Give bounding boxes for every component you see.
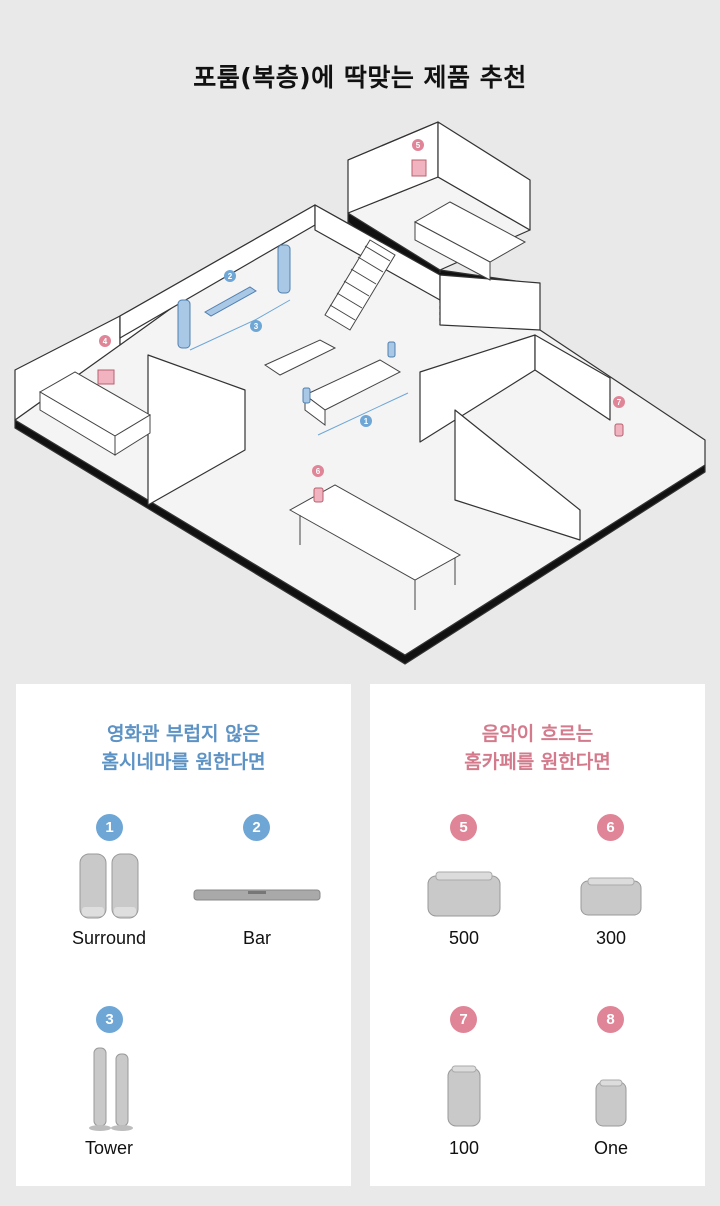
home-cinema-panel: 영화관 부럽지 않은 홈시네마를 원한다면 1 Surround 2 Bar 3… bbox=[16, 684, 351, 1186]
product-label-100: 100 bbox=[448, 1138, 480, 1158]
badge-7: 7 bbox=[450, 1006, 477, 1033]
speaker-100-image bbox=[447, 1065, 481, 1127]
surround-speaker-image bbox=[79, 853, 139, 919]
badge-1: 1 bbox=[96, 814, 123, 841]
badge-8: 8 bbox=[597, 1006, 624, 1033]
speaker-500-image bbox=[427, 871, 501, 917]
marker-6: 6 bbox=[316, 467, 321, 476]
product-label-500: 500 bbox=[448, 928, 480, 948]
floorplan-illustration: 1 2 3 4 5 6 7 bbox=[14, 121, 706, 665]
marker-7: 7 bbox=[617, 398, 622, 407]
tower-speaker-image bbox=[89, 1047, 133, 1131]
marker-3: 3 bbox=[254, 322, 259, 331]
home-cinema-heading: 영화관 부럽지 않은 홈시네마를 원한다면 bbox=[101, 723, 266, 773]
product-label-surround: Surround bbox=[71, 928, 147, 948]
page-title: 포룸(복층)에 딱맞는 제품 추천 bbox=[193, 63, 527, 92]
product-label-tower: Tower bbox=[84, 1138, 133, 1158]
marker-5: 5 bbox=[416, 141, 421, 150]
marker-4: 4 bbox=[103, 337, 108, 346]
home-cafe-panel: 음악이 흐르는 홈카페를 원한다면 5 500 6 300 7 100 8 On… bbox=[370, 684, 705, 1186]
product-label-300: 300 bbox=[595, 928, 627, 948]
soundbar-image bbox=[193, 889, 321, 901]
home-cafe-heading: 음악이 흐르는 홈카페를 원한다면 bbox=[464, 723, 611, 773]
badge-5: 5 bbox=[450, 814, 477, 841]
product-label-one: One bbox=[593, 1138, 629, 1158]
speaker-one-image bbox=[595, 1079, 627, 1127]
product-label-bar: Bar bbox=[242, 928, 271, 948]
speaker-300-image bbox=[580, 877, 642, 916]
badge-2: 2 bbox=[243, 814, 270, 841]
badge-3: 3 bbox=[96, 1006, 123, 1033]
marker-2: 2 bbox=[228, 272, 233, 281]
marker-1: 1 bbox=[364, 417, 369, 426]
badge-6: 6 bbox=[597, 814, 624, 841]
